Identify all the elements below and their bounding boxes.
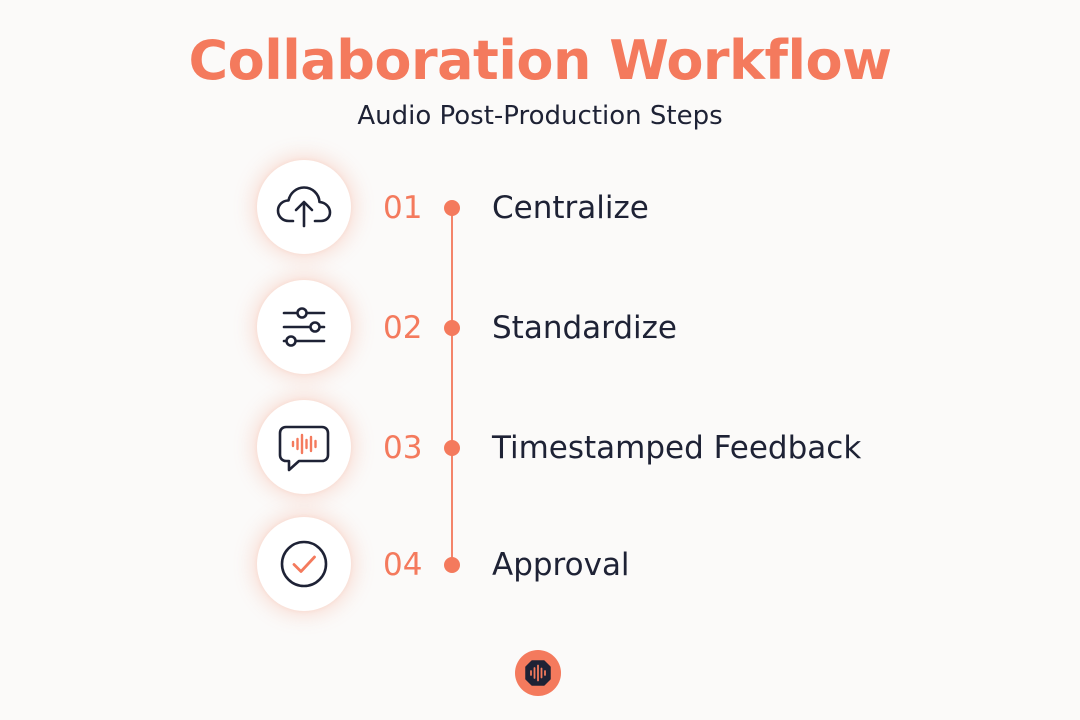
step-label: Timestamped Feedback [492, 430, 862, 466]
step-centralize: 01 Centralize [0, 160, 1080, 256]
step-approval: 04 Approval [0, 517, 1080, 613]
sliders-icon [282, 307, 326, 347]
timeline-dot [444, 557, 460, 573]
step-icon-circle [257, 160, 351, 254]
page-subtitle: Audio Post-Production Steps [357, 101, 723, 131]
page-title: Collaboration Workflow [188, 29, 892, 92]
step-label: Standardize [492, 310, 677, 346]
step-icon-circle [257, 400, 351, 494]
step-standardize: 02 Standardize [0, 280, 1080, 376]
step-number: 01 [383, 190, 423, 226]
audio-comment-icon [278, 425, 330, 472]
timeline-line [451, 205, 453, 565]
timeline-dot [444, 320, 460, 336]
waveform-logo-icon [515, 650, 561, 696]
step-number: 02 [383, 310, 423, 346]
check-circle-icon [280, 540, 328, 588]
step-number: 03 [383, 430, 423, 466]
cloud-upload-icon [276, 186, 332, 228]
timeline-dot [444, 200, 460, 216]
timeline-dot [444, 440, 460, 456]
step-label: Centralize [492, 190, 649, 226]
step-icon-circle [257, 280, 351, 374]
step-label: Approval [492, 547, 630, 583]
step-number: 04 [383, 547, 423, 583]
step-timestamped-feedback: 03 Timestamped Feedback [0, 400, 1080, 496]
step-icon-circle [257, 517, 351, 611]
